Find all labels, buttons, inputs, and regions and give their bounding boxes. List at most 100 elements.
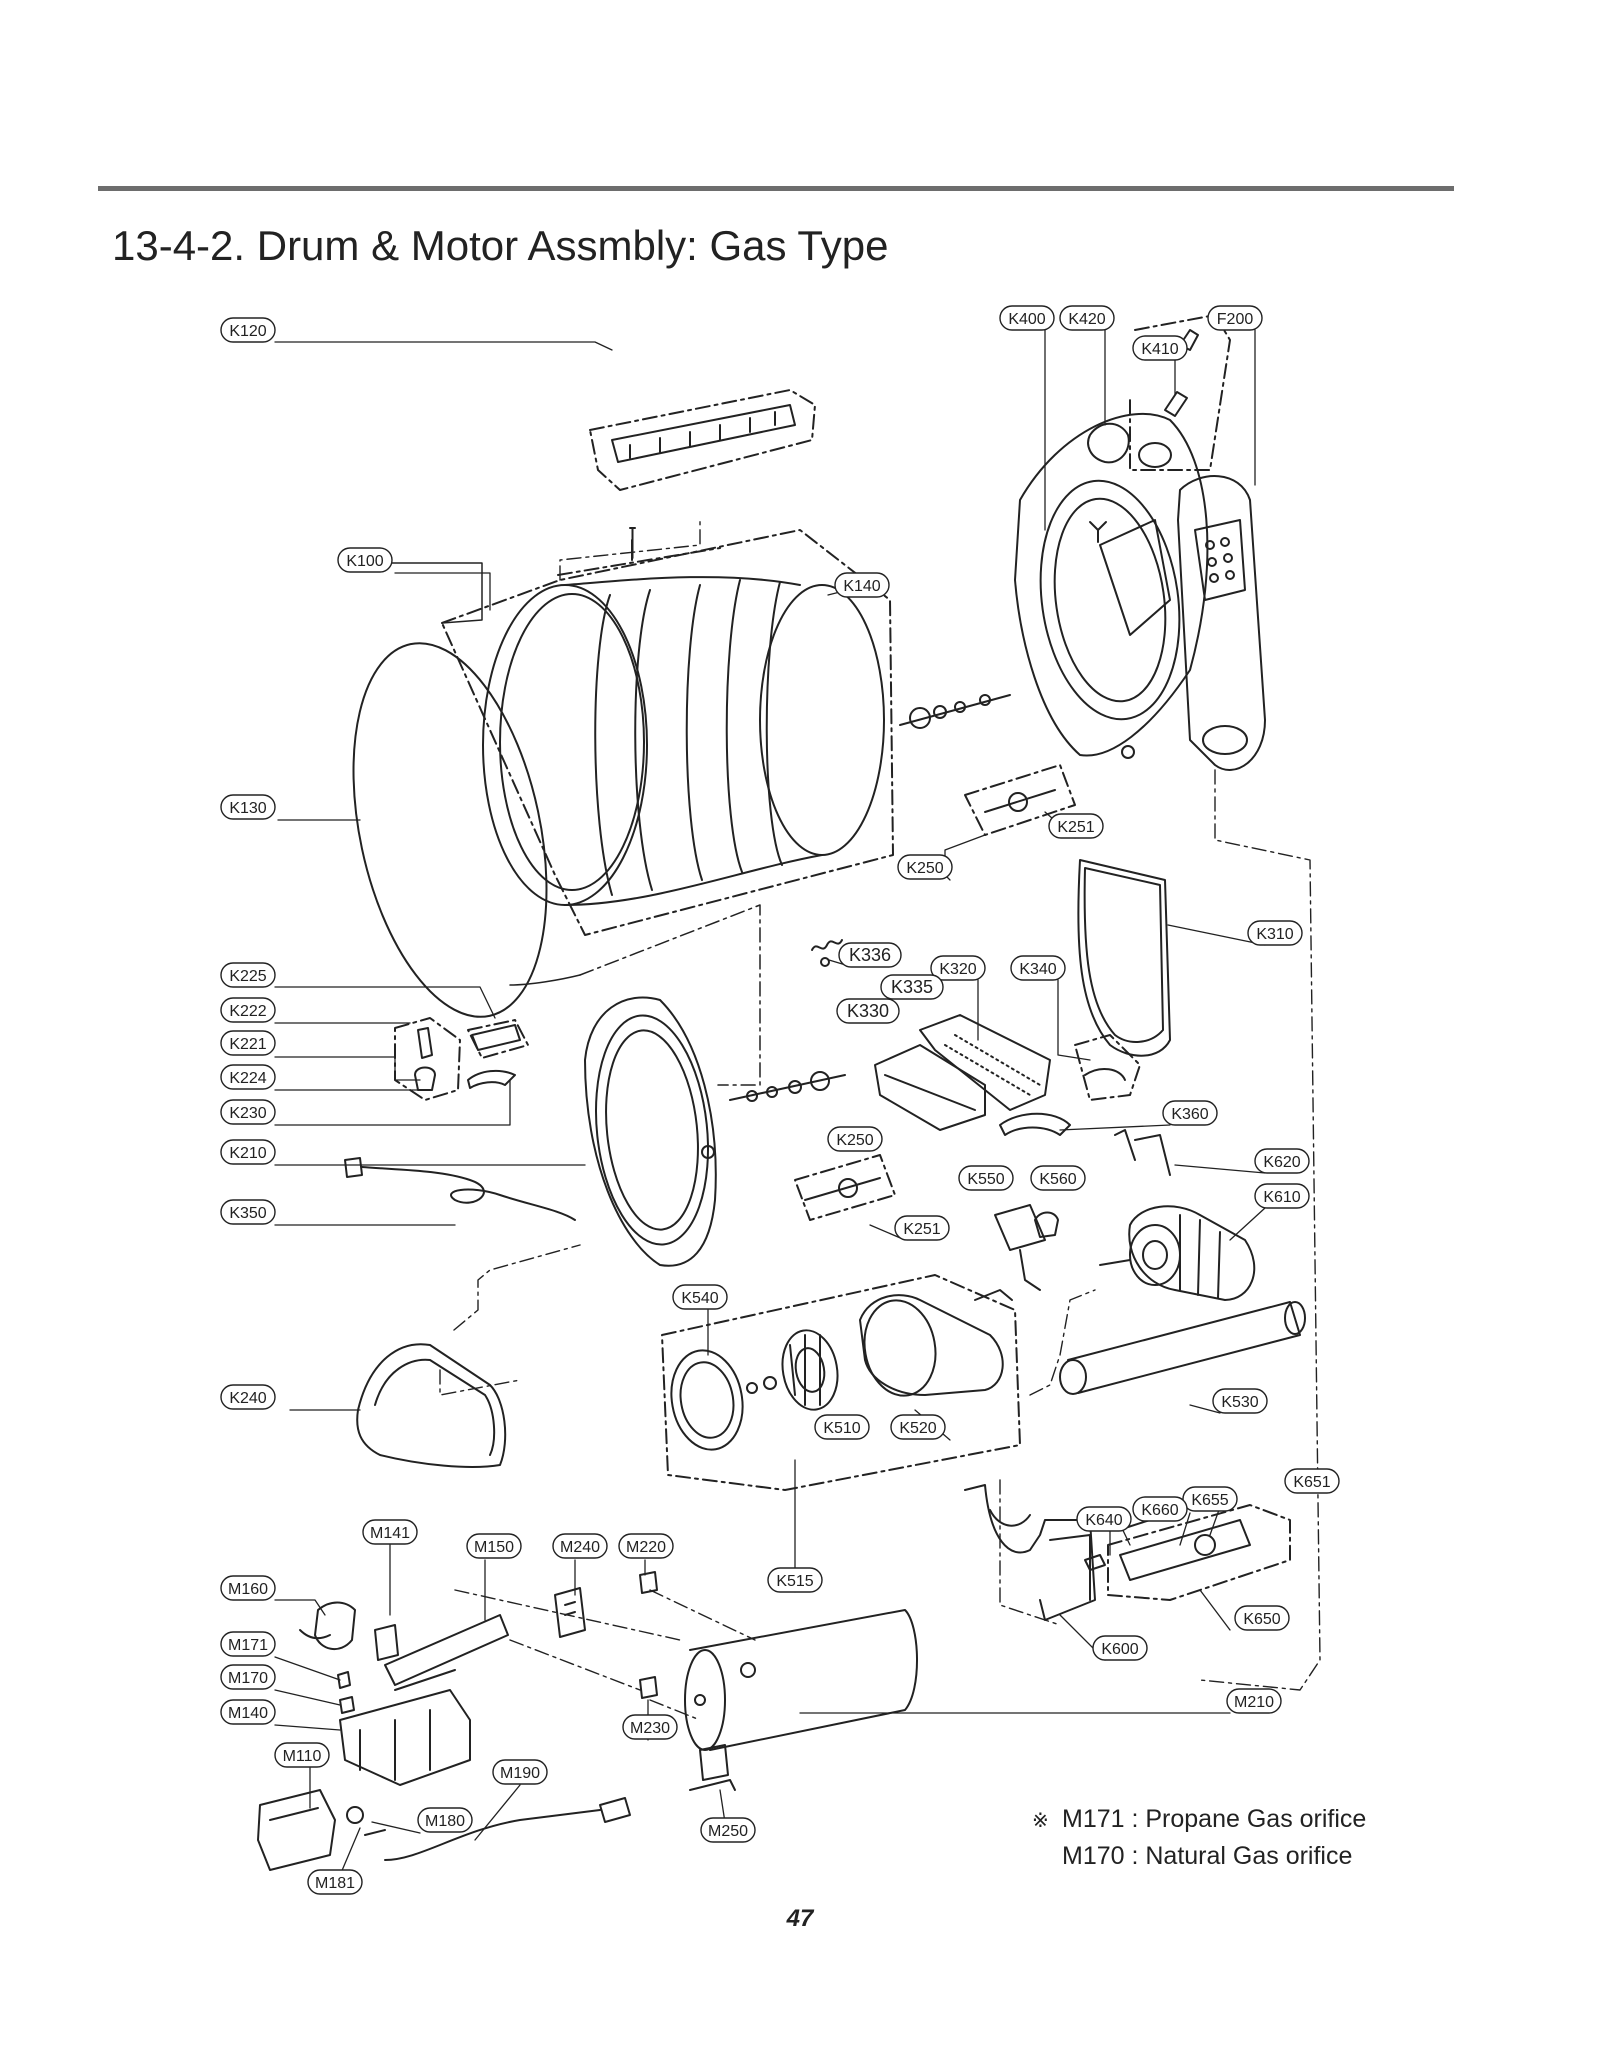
label-bubble [220, 1575, 276, 1601]
label-text: M140 [228, 1705, 268, 1722]
duct-f200-drawing [1177, 475, 1266, 771]
label-bubble [220, 1099, 276, 1125]
part-label-k520: K520 [890, 1414, 946, 1440]
part-label-m190: M190 [492, 1759, 548, 1785]
part-label-m170: M170 [220, 1664, 276, 1690]
label-text: K620 [1263, 1154, 1300, 1171]
part-label-m240: M240 [552, 1533, 608, 1559]
label-text: K336 [849, 945, 891, 965]
label-text: K120 [229, 323, 266, 340]
label-text: K310 [1256, 926, 1293, 943]
label-bubble [1284, 1468, 1340, 1494]
label-text: M180 [425, 1813, 465, 1830]
label-bubble [700, 1817, 756, 1843]
label-bubble [466, 1533, 522, 1559]
drum-k140-drawing [441, 527, 894, 936]
label-bubble [1059, 305, 1115, 331]
label-text: K400 [1008, 311, 1045, 328]
part-label-k620: K620 [1254, 1148, 1310, 1174]
label-bubble [1234, 1605, 1290, 1631]
switch-k560-drawing [1034, 1211, 1059, 1238]
label-bubble [492, 1759, 548, 1785]
part-label-k225: K225 [220, 962, 276, 988]
label-text: K340 [1019, 961, 1056, 978]
label-bubble [767, 1567, 823, 1593]
seal-k360-drawing [999, 1112, 1071, 1136]
label-bubble [890, 1414, 946, 1440]
wire-harness-k350-drawing [344, 1157, 576, 1221]
part-label-k550: K550 [958, 1165, 1014, 1191]
part-label-m150: M150 [466, 1533, 522, 1559]
part-label-k130: K130 [220, 794, 276, 820]
part-label-m180: M180 [417, 1807, 473, 1833]
part-label-k240: K240 [220, 1384, 276, 1410]
bracket-k620-drawing [1114, 1129, 1171, 1176]
label-bubble [220, 317, 276, 343]
part-label-k640: K640 [1076, 1506, 1132, 1532]
label-bubble [836, 998, 900, 1024]
label-bubble [618, 1533, 674, 1559]
label-text: M220 [626, 1539, 666, 1556]
label-bubble [220, 1664, 276, 1690]
bracket-k600-drawing [964, 1484, 1096, 1621]
label-bubble [1247, 920, 1303, 946]
part-label-k600: K600 [1092, 1635, 1148, 1661]
page-title: 13-4-2. Drum & Motor Assmbly: Gas Type [112, 222, 889, 269]
label-text: K600 [1101, 1641, 1138, 1658]
label-bubble [220, 1384, 276, 1410]
label-bubble [672, 1284, 728, 1310]
part-label-m250: M250 [700, 1817, 756, 1843]
label-bubble [1092, 1635, 1148, 1661]
label-text: K515 [776, 1573, 813, 1590]
label-text: K360 [1171, 1106, 1208, 1123]
lint-filter-k310-drawing [1077, 859, 1171, 1057]
label-text: K230 [229, 1105, 266, 1122]
label-text: K240 [229, 1390, 266, 1407]
label-text: K350 [229, 1205, 266, 1222]
label-text: M171 [228, 1637, 268, 1654]
label-bubble [1162, 1100, 1218, 1126]
part-label-k410: K410 [1132, 335, 1188, 361]
burner-cone-m210-drawing [684, 1609, 918, 1751]
gasket-k130-drawing [352, 642, 548, 1018]
orifice-note: ※M171 : Propane Gas orifice M170 : Natur… [1032, 1802, 1366, 1874]
clip-m230-drawing [639, 1676, 658, 1699]
label-text: M141 [370, 1525, 410, 1542]
part-label-k250: K250 [897, 854, 953, 880]
label-text: K330 [847, 1001, 889, 1021]
front-bulkhead-k210-drawing [584, 996, 717, 1267]
label-bubble [894, 1215, 950, 1241]
part-label-k400: K400 [999, 305, 1055, 331]
part-label-k210: K210 [220, 1139, 276, 1165]
label-text: M230 [630, 1720, 670, 1737]
label-text: M160 [228, 1581, 268, 1598]
label-bubble [220, 997, 276, 1023]
part-label-k530: K530 [1212, 1388, 1268, 1414]
part-label-m141: M141 [362, 1519, 418, 1545]
gas-valve-group-drawing [257, 1601, 631, 1871]
part-label-k610: K610 [1254, 1183, 1310, 1209]
part-label-k560: K560 [1030, 1165, 1086, 1191]
label-bubble [1048, 813, 1104, 839]
label-text: K335 [891, 977, 933, 997]
housing-k330-drawing [874, 1044, 986, 1131]
part-label-k335: K335 [880, 974, 944, 1000]
label-bubble [1010, 955, 1066, 981]
label-text: K651 [1293, 1474, 1330, 1491]
part-label-k655: K655 [1182, 1486, 1238, 1512]
label-text: K520 [899, 1420, 936, 1437]
clamp-k420-drawing [1087, 422, 1130, 464]
exhaust-tube-k530-drawing [1059, 1301, 1306, 1395]
label-bubble [930, 955, 986, 981]
label-text: F200 [1217, 311, 1254, 328]
motor-k610-drawing [1099, 1205, 1256, 1301]
label-bubble [307, 1869, 363, 1895]
label-text: K420 [1068, 311, 1105, 328]
label-bubble [622, 1714, 678, 1740]
part-label-k251: K251 [894, 1215, 950, 1241]
label-bubble [417, 1807, 473, 1833]
label-bubble [827, 1126, 883, 1152]
header-rule [98, 186, 1454, 191]
